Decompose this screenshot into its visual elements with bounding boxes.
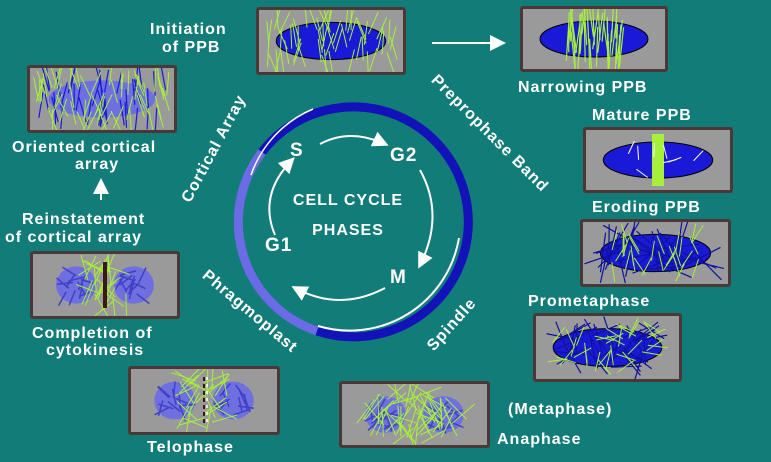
label-metaphase: (Metaphase) <box>508 401 613 418</box>
label-initiation-line1: Initiation <box>150 21 227 38</box>
phase-s-label: S <box>290 140 304 161</box>
phase-m-label: M <box>390 267 407 288</box>
panel-initiation-ppb <box>256 7 406 75</box>
panel-prometaphase <box>533 313 682 382</box>
panel-mature-ppb <box>583 127 733 193</box>
label-reinstatement-line1: Reinstatement <box>22 211 146 228</box>
label-oriented-line1: Oriented cortical <box>12 139 157 156</box>
label-eroding-ppb: Eroding PPB <box>592 199 701 216</box>
panel-telophase <box>128 366 280 435</box>
center-title-line2: PHASES <box>312 222 384 239</box>
arrow-s-to-g2 <box>319 131 389 147</box>
panel-narrowing-ppb <box>520 6 668 72</box>
phase-g1-label: G1 <box>265 235 293 256</box>
panel-anaphase <box>339 381 490 448</box>
label-mature-ppb: Mature PPB <box>592 107 692 124</box>
phase-g2-label: G2 <box>390 145 418 166</box>
label-oriented-line2: array <box>75 156 120 173</box>
label-telophase: Telophase <box>147 439 234 456</box>
center-title-line1: CELL CYCLE <box>292 192 404 209</box>
ring-light-segment <box>233 149 319 336</box>
panel-oriented-cortical-array <box>27 65 177 133</box>
label-completion-line2: cytokinesis <box>46 342 145 359</box>
label-anaphase: Anaphase <box>497 431 582 448</box>
panel-eroding-ppb <box>580 219 731 287</box>
label-prometaphase: Prometaphase <box>528 293 651 310</box>
ring-white-inner-line-top <box>250 108 314 176</box>
label-initiation-line2: of PPB <box>162 39 221 56</box>
arrow-g1-to-s <box>268 157 295 236</box>
ring-white-inner-line <box>317 237 460 332</box>
label-reinstatement-line2: of cortical array <box>5 229 143 246</box>
arrow-g2-to-m <box>418 169 434 269</box>
label-completion-line1: Completion of <box>32 325 153 342</box>
arrow-m-to-g1 <box>291 286 386 301</box>
ring-dark-segment <box>258 102 473 342</box>
panel-completion-cytokinesis <box>30 251 180 319</box>
label-narrowing-ppb: Narrowing PPB <box>518 79 648 96</box>
